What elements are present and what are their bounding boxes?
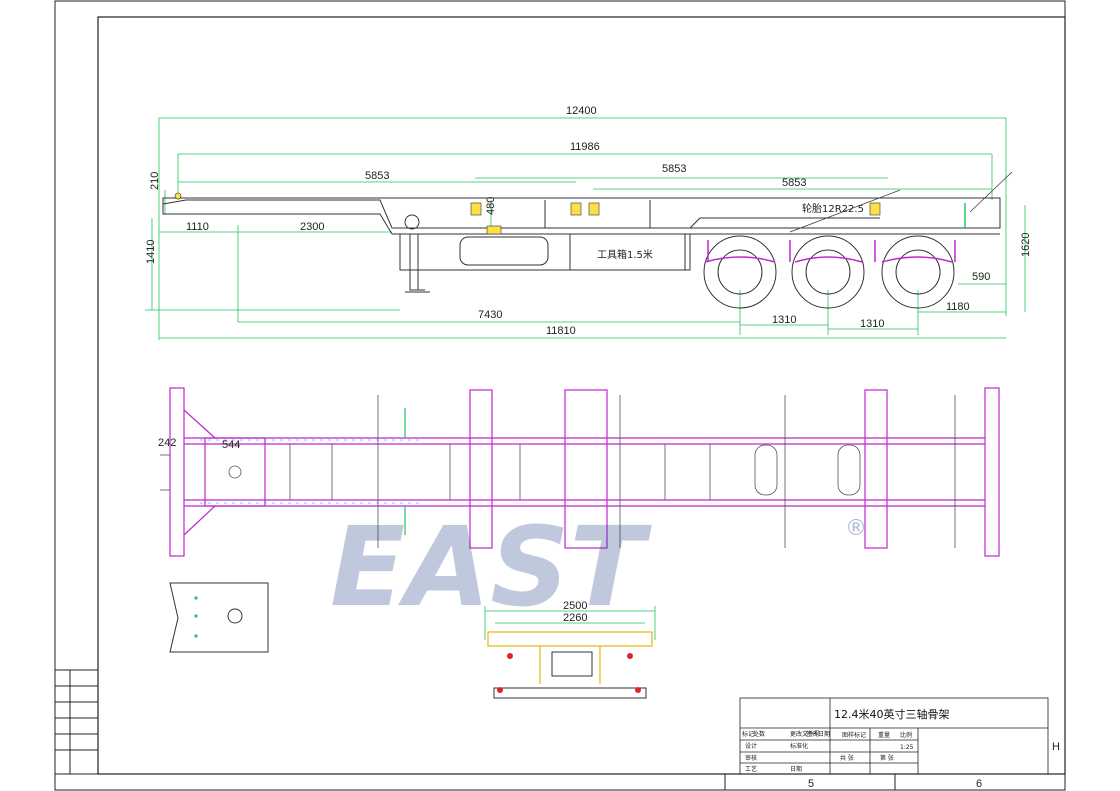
tb-design: 设计 (745, 742, 757, 750)
drawing-title: 12.4米40英寸三轴骨架 (834, 707, 950, 721)
twist-lock-2 (570, 202, 582, 216)
tail-light-left (507, 653, 513, 659)
twist-lock-1 (470, 202, 482, 216)
dim-rear-end: 1180 (946, 301, 970, 313)
tb-weight: 重量 (878, 731, 890, 739)
tb-sheet-num: 第 张 (880, 754, 894, 762)
tb-date: 日期 (818, 730, 830, 738)
dim-front-offset: 1110 (186, 221, 209, 233)
dim-total-height: 1620 (1020, 233, 1032, 257)
rear-view: 2500 2260 (484, 600, 656, 699)
title-block (739, 697, 1049, 775)
dim-rear-inner: 2260 (563, 612, 587, 624)
dim-front-height: 210 (149, 172, 161, 190)
dim-top-left-1: 242 (158, 437, 176, 449)
dim-wheelbase: 11810 (546, 325, 576, 337)
reflector-left (497, 687, 503, 693)
dim-axle-spacing-2: 1310 (860, 318, 884, 330)
dim-rear-frame-height: 480 (485, 197, 497, 215)
tb-sign: 签名 (806, 730, 818, 738)
inner-border (97, 16, 1066, 775)
zone-6-label: 6 (976, 778, 982, 790)
dim-overall-length: 12400 (566, 105, 597, 117)
zone-h-label: H (1052, 741, 1060, 753)
twist-lock-3 (588, 202, 600, 216)
suspension (704, 240, 956, 263)
dim-top-left-2: 544 (222, 439, 240, 451)
dim-axle-spacing-1: 1310 (772, 314, 796, 326)
top-view: 242 544 (158, 387, 1000, 557)
tb-review: 审核 (745, 754, 757, 762)
tb-drawing-mark: 图样标记 (842, 731, 866, 739)
dim-landing-height: 1410 (145, 240, 157, 264)
reflector-right (635, 687, 641, 693)
watermark-mark: ® (845, 516, 867, 541)
dim-kingpin-to-lock: 5853 (365, 170, 389, 182)
tb-scale-label: 比例 (900, 731, 912, 739)
tb-process: 工艺 (745, 765, 757, 773)
dim-kingpin-to-axle: 7430 (478, 309, 502, 321)
dim-11986: 11986 (570, 141, 600, 153)
dim-lock-span-b: 5853 (782, 177, 806, 189)
twist-lock-4 (869, 202, 881, 216)
zone-5-label: 5 (808, 778, 814, 790)
landing-crank (486, 225, 502, 235)
tire-note: 轮胎12R22.5 (802, 202, 864, 215)
dim-rear-overhang: 590 (972, 271, 990, 283)
dim-lock-span-a: 5853 (662, 163, 686, 175)
watermark-logo: EAST (330, 503, 652, 631)
tail-light-right (627, 653, 633, 659)
tire-leader (789, 189, 901, 233)
kingpin-mark (174, 192, 182, 200)
tb-process-date: 日期 (790, 765, 802, 773)
toolbox-note: 工具箱1.5米 (597, 248, 653, 261)
tb-sheet-total: 共 张 (840, 754, 854, 762)
kingpin-plate (169, 582, 269, 653)
tb-scale: 1:25 (900, 744, 914, 751)
tb-standard: 标准化 (790, 742, 808, 750)
side-view: 12400 11986 5853 5853 5853 210 1110 2300… (145, 105, 1032, 340)
left-margin-grid (54, 669, 99, 775)
wheel-set (703, 235, 955, 309)
dim-rear-width: 2500 (563, 600, 587, 612)
tb-count: 处数 (753, 730, 765, 738)
tb-mark: 标记 (742, 730, 754, 738)
rear-leader (969, 171, 1013, 213)
dim-gooseneck: 2300 (300, 221, 324, 233)
tb-change-doc: 更改文件号 (790, 730, 820, 738)
outer-border (54, 0, 1066, 791)
